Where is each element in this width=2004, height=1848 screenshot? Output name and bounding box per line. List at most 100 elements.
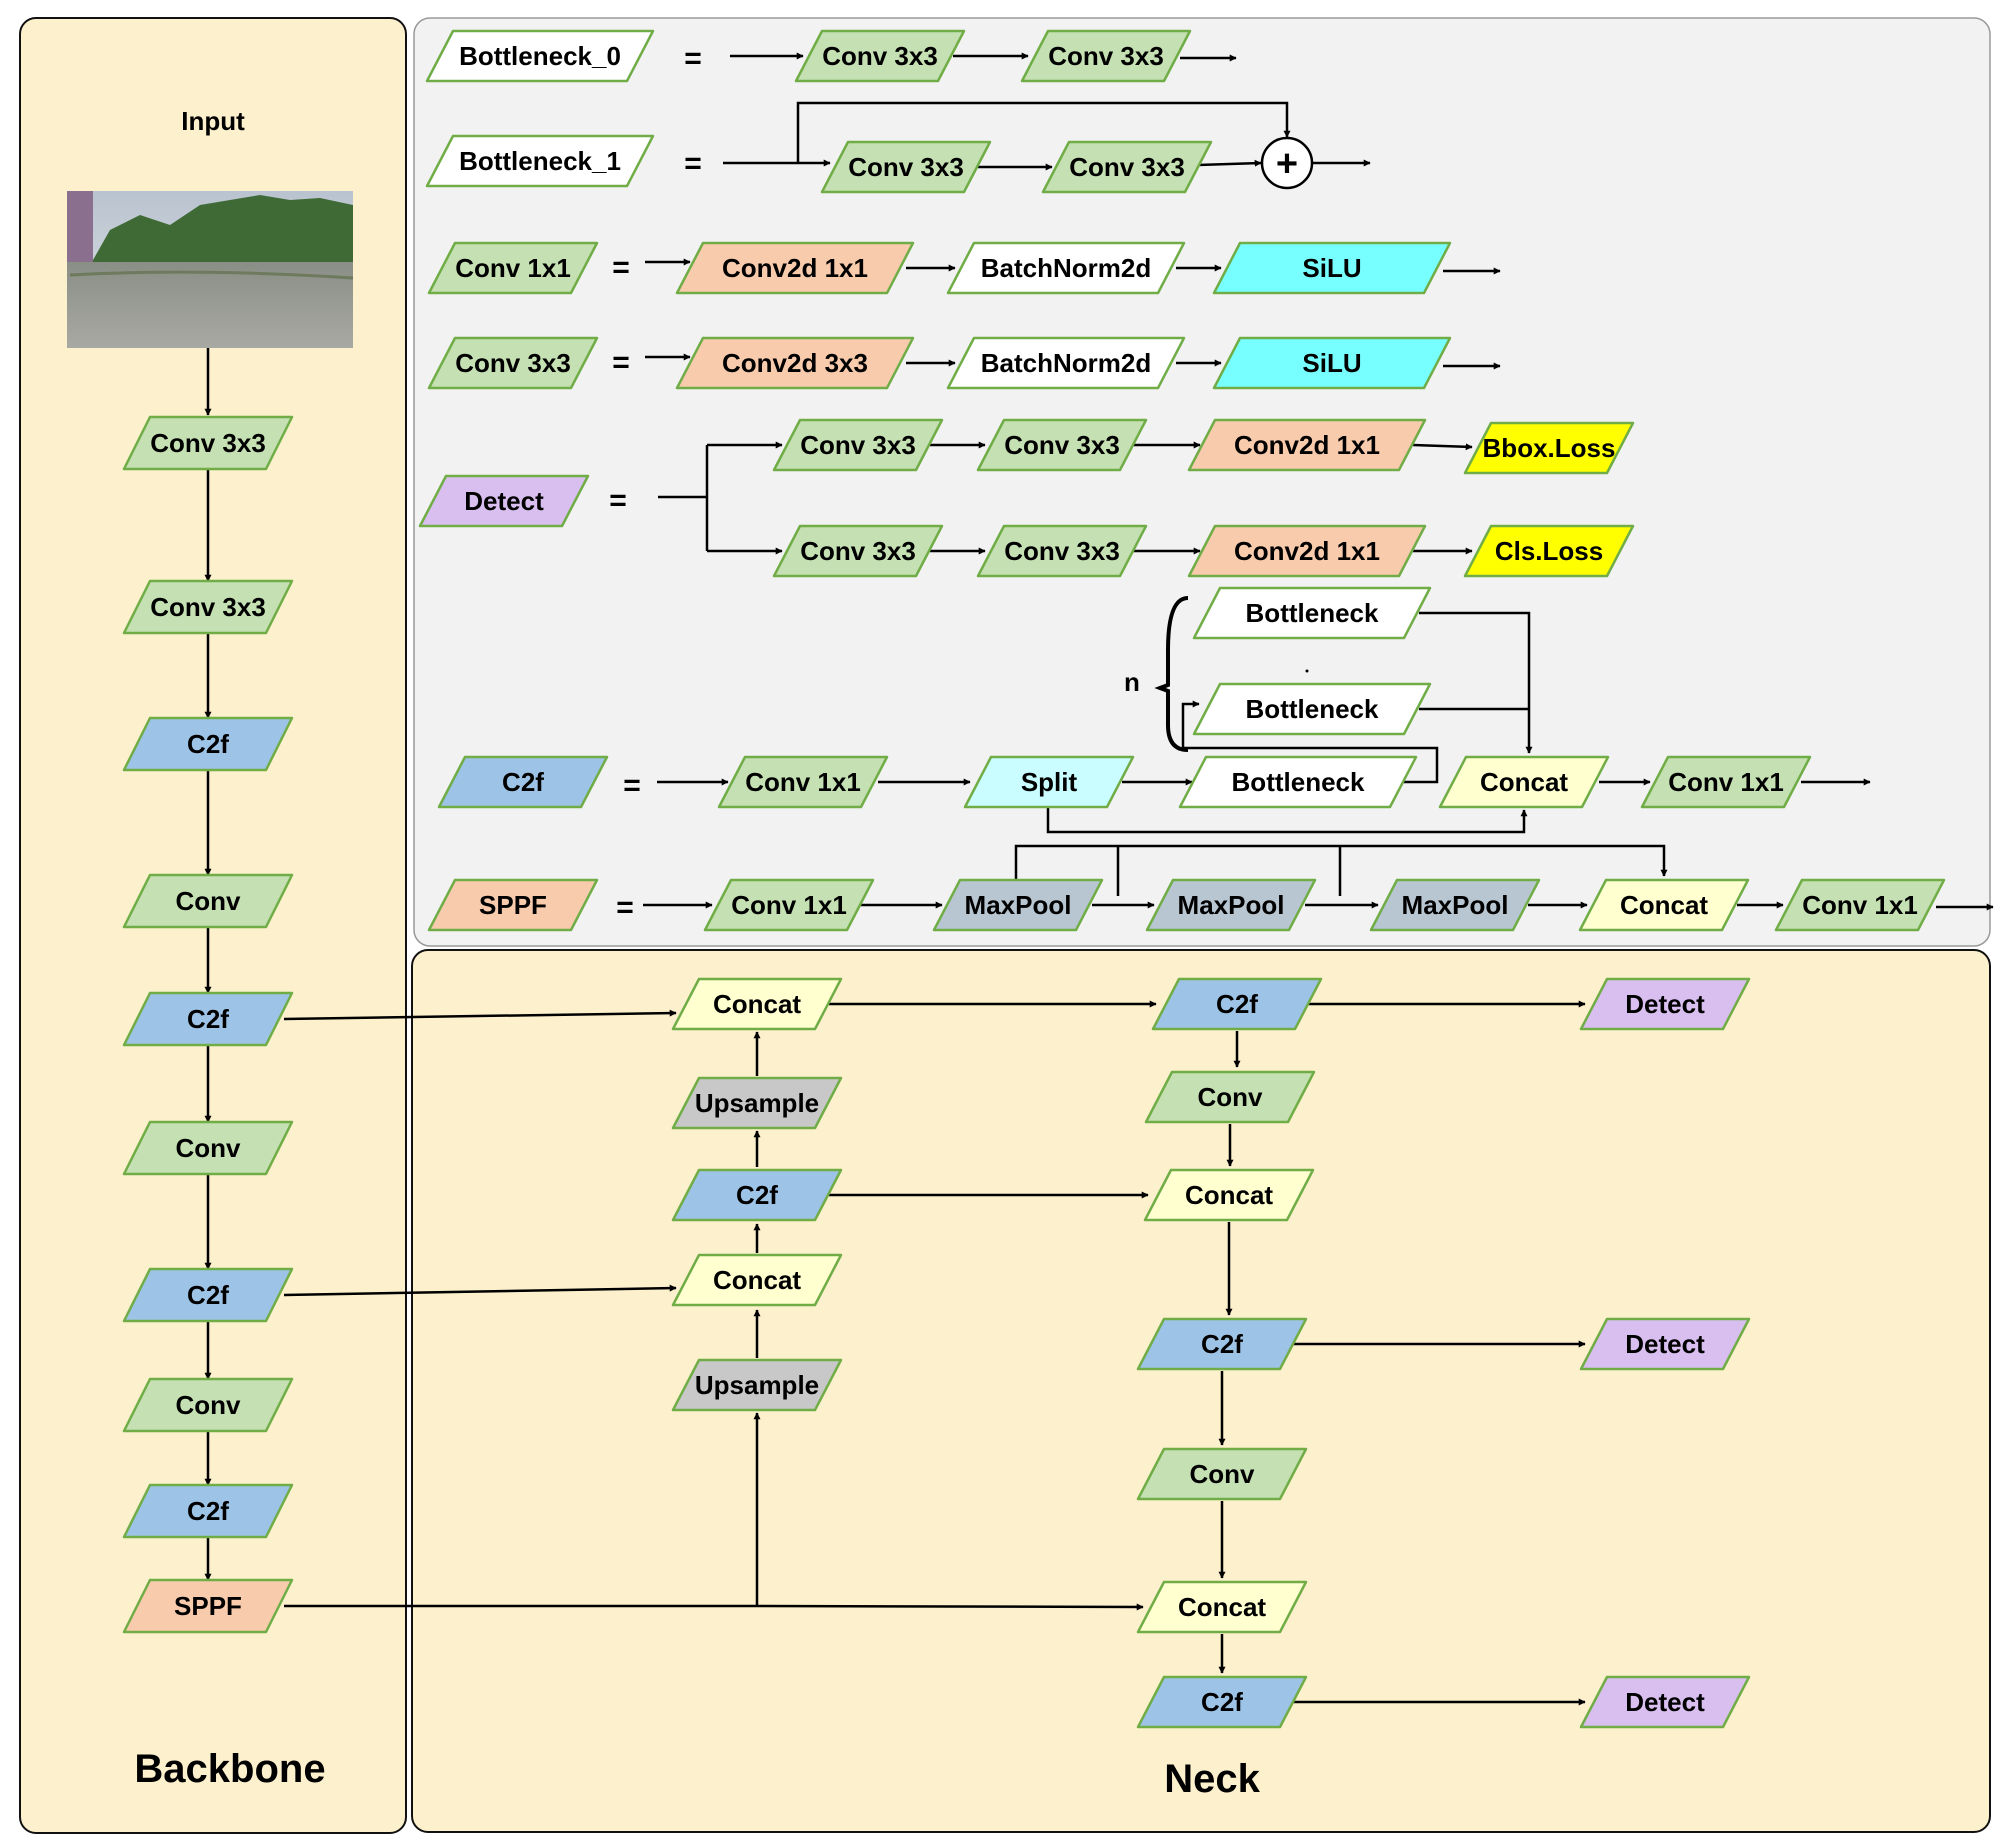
backbone-conv-label: Conv — [176, 1390, 242, 1420]
neck-concat-shape — [671, 977, 843, 1031]
legend-conv2d-1x1-block: Conv2d 1x1 — [1187, 524, 1427, 578]
backbone-conv-block: Conv — [122, 1120, 294, 1176]
legend-bottleneck-label: Bottleneck — [1232, 767, 1365, 797]
legend-maxpool-label: MaxPool — [965, 890, 1072, 920]
legend-bottleneck-block: Bottleneck — [1192, 586, 1432, 640]
legend-conv1x1-label: Conv 1x1 — [455, 253, 571, 283]
neck-conv-block: Conv — [1136, 1447, 1308, 1501]
legend-conv2d-1x1-block: Conv2d 1x1 — [1187, 418, 1427, 472]
legend-conv3x3-block: Conv 3x3 — [772, 524, 944, 578]
backbone-conv3x3-label: Conv 3x3 — [150, 592, 266, 622]
legend-sppf-block: SPPF — [427, 878, 599, 932]
backbone-conv-block: Conv — [122, 1377, 294, 1433]
legend-conv3x3-label: Conv 3x3 — [1048, 41, 1164, 71]
legend-silu-shape — [1212, 241, 1452, 295]
backbone-c2f-label: C2f — [187, 1496, 229, 1526]
legend-conv2d-1x1-shape — [1187, 418, 1427, 472]
backbone-c2f-shape — [122, 716, 294, 772]
legend-bottleneck-label: Bottleneck — [1246, 598, 1379, 628]
equals-sign: = — [612, 251, 630, 284]
backbone-c2f-label: C2f — [187, 1280, 229, 1310]
neck-title: Neck — [1164, 1757, 1260, 1801]
neck-concat-label: Concat — [1178, 1592, 1266, 1622]
legend-silu-label: SiLU — [1302, 253, 1361, 283]
neck-conv-label: Conv — [1198, 1082, 1264, 1112]
plus-symbol: + — [1276, 143, 1298, 185]
legend-split-block: Split — [963, 755, 1135, 809]
legend-conv2d-1x1-shape — [1187, 524, 1427, 578]
backbone-conv-label: Conv — [176, 886, 242, 916]
neck-upsample-label: Upsample — [695, 1088, 819, 1118]
legend-conv2d-1x1-label: Conv2d 1x1 — [722, 253, 868, 283]
ellipsis-dot — [1305, 669, 1309, 673]
backbone-conv3x3-block: Conv 3x3 — [122, 579, 294, 635]
neck-detect-shape — [1579, 1675, 1751, 1729]
legend-cls-loss-label: Cls.Loss — [1495, 536, 1603, 566]
legend-conv3x3-label: Conv 3x3 — [800, 430, 916, 460]
legend-conv3x3-shape — [820, 140, 992, 194]
backbone-conv-shape — [122, 1377, 294, 1433]
neck-c2f-block: C2f — [1151, 977, 1323, 1031]
neck-concat-block: Concat — [671, 977, 843, 1031]
legend-conv3x3-def-label: Conv 3x3 — [455, 348, 571, 378]
input-image — [67, 191, 354, 348]
legend-c2f-shape — [437, 755, 609, 809]
backbone-conv3x3-shape — [122, 415, 294, 471]
legend-bbox-loss-block: Bbox.Loss — [1463, 421, 1635, 475]
neck-concat-label: Concat — [713, 989, 801, 1019]
connectors — [204, 52, 1994, 1706]
legend-conv1x1-block: Conv 1x1 — [703, 878, 875, 932]
equals-sign: = — [684, 147, 702, 180]
legend-concat-label: Concat — [1480, 767, 1568, 797]
neck-conv-label: Conv — [1190, 1459, 1256, 1489]
neck-c2f-shape — [671, 1168, 843, 1222]
input-label: Input — [181, 106, 245, 136]
neck-detect-label: Detect — [1625, 1329, 1705, 1359]
legend-maxpool-label: MaxPool — [1178, 890, 1285, 920]
backbone-conv3x3-shape — [122, 579, 294, 635]
legend-conv2d-1x1-label: Conv2d 1x1 — [1234, 536, 1380, 566]
neck-detect-shape — [1579, 977, 1751, 1031]
legend-conv3x3-label: Conv 3x3 — [1004, 430, 1120, 460]
connector-arrow — [1046, 808, 1528, 834]
equals-sign: = — [609, 484, 627, 517]
legend-conv3x3-block: Conv 3x3 — [1041, 140, 1213, 194]
legend-concat-label: Concat — [1620, 890, 1708, 920]
legend-bottleneck-shape — [1192, 682, 1432, 736]
legend-sppf-label: SPPF — [479, 890, 547, 920]
legend-conv1x1-label: Conv 1x1 — [745, 767, 861, 797]
legend-concat-block: Concat — [1438, 755, 1610, 809]
legend-conv2d-3x3-block: Conv2d 3x3 — [675, 336, 915, 390]
legend-detect-shape — [418, 474, 590, 528]
legend-conv3x3-label: Conv 3x3 — [1004, 536, 1120, 566]
connector-arrow — [1197, 159, 1262, 167]
legend-conv3x3-block: Conv 3x3 — [820, 140, 992, 194]
legend-bottleneck1-block: Bottleneck_1 — [425, 134, 655, 188]
neck-concat-shape — [671, 1253, 843, 1307]
neck-concat-block: Concat — [1136, 1580, 1308, 1634]
legend-maxpool-block: MaxPool — [1145, 878, 1317, 932]
backbone-c2f-label: C2f — [187, 1004, 229, 1034]
legend-conv1x1-shape — [427, 241, 599, 295]
legend-detect-block: Detect — [418, 474, 590, 528]
backbone-c2f-shape — [122, 1483, 294, 1539]
neck-c2f-block: C2f — [671, 1168, 843, 1222]
legend-conv2d-3x3-shape — [675, 336, 915, 390]
n-brace — [1154, 596, 1189, 752]
neck-c2f-block: C2f — [1136, 1317, 1308, 1371]
add-icon: + — [1260, 136, 1314, 190]
legend-conv3x3-block: Conv 3x3 — [1020, 29, 1192, 83]
legend-batchnorm2d-label: BatchNorm2d — [981, 348, 1151, 378]
legend-conv2d-3x3-label: Conv2d 3x3 — [722, 348, 868, 378]
legend-conv1x1-block: Conv 1x1 — [717, 755, 889, 809]
legend-conv1x1-label: Conv 1x1 — [731, 890, 847, 920]
neck-detect-block: Detect — [1579, 1317, 1751, 1371]
legend-bottleneck-shape — [1192, 586, 1432, 640]
legend-c2f-label: C2f — [502, 767, 544, 797]
neck-concat-block: Concat — [671, 1253, 843, 1307]
connector-arrow — [1181, 700, 1439, 784]
legend-maxpool-label: MaxPool — [1402, 890, 1509, 920]
backbone-c2f-shape — [122, 991, 294, 1047]
legend-cls-loss-shape — [1463, 524, 1635, 578]
legend-conv3x3-label: Conv 3x3 — [848, 152, 964, 182]
